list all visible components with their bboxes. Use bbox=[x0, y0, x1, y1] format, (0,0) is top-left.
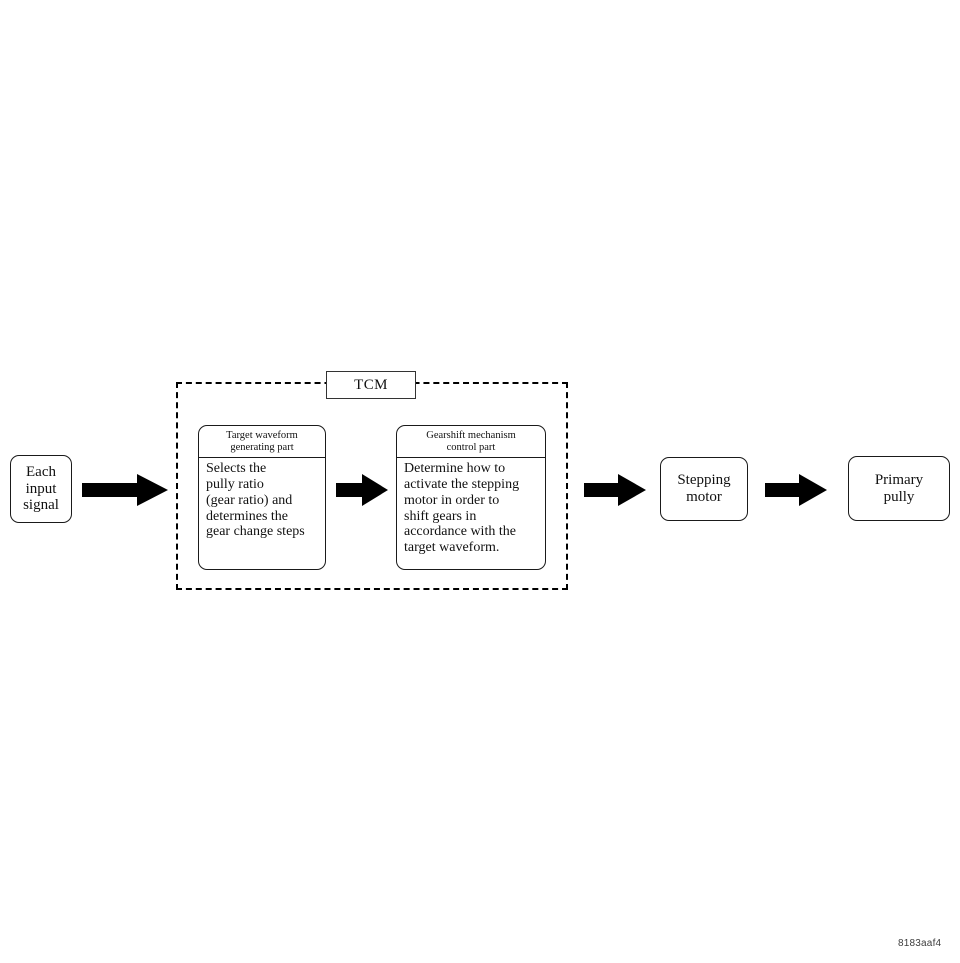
part-target-waveform-generating-header: Target waveform generating part bbox=[199, 426, 325, 458]
figure-code: 8183aaf4 bbox=[898, 938, 942, 949]
node-primary-pully-label: Primary pully bbox=[874, 471, 924, 505]
node-each-input-signal-label: Each input signal bbox=[23, 463, 59, 514]
node-stepping-motor: Stepping motor bbox=[660, 457, 748, 521]
node-stepping-motor-label: Stepping motor bbox=[677, 472, 731, 505]
arrow-stepping-motor-to-primary-pully bbox=[765, 474, 827, 506]
part-gearshift-mechanism-control: Gearshift mechanism control part Determi… bbox=[396, 425, 546, 570]
arrow-input-to-tcm bbox=[82, 474, 168, 506]
arrow-target-to-gearshift bbox=[336, 474, 388, 506]
node-each-input-signal: Each input signal bbox=[10, 455, 72, 523]
part-gearshift-mechanism-control-body: Determine how to activate the stepping m… bbox=[404, 460, 520, 556]
part-target-waveform-generating-body: Selects the pully ratio (gear ratio) and… bbox=[206, 460, 305, 540]
part-target-waveform-generating: Target waveform generating part Selects … bbox=[198, 425, 326, 570]
arrow-tcm-to-stepping-motor bbox=[584, 474, 646, 506]
tcm-title-label: TCM bbox=[354, 376, 388, 393]
part-gearshift-mechanism-control-header: Gearshift mechanism control part bbox=[397, 426, 545, 458]
node-primary-pully: Primary pully bbox=[848, 456, 950, 521]
tcm-title-box: TCM bbox=[326, 371, 416, 399]
